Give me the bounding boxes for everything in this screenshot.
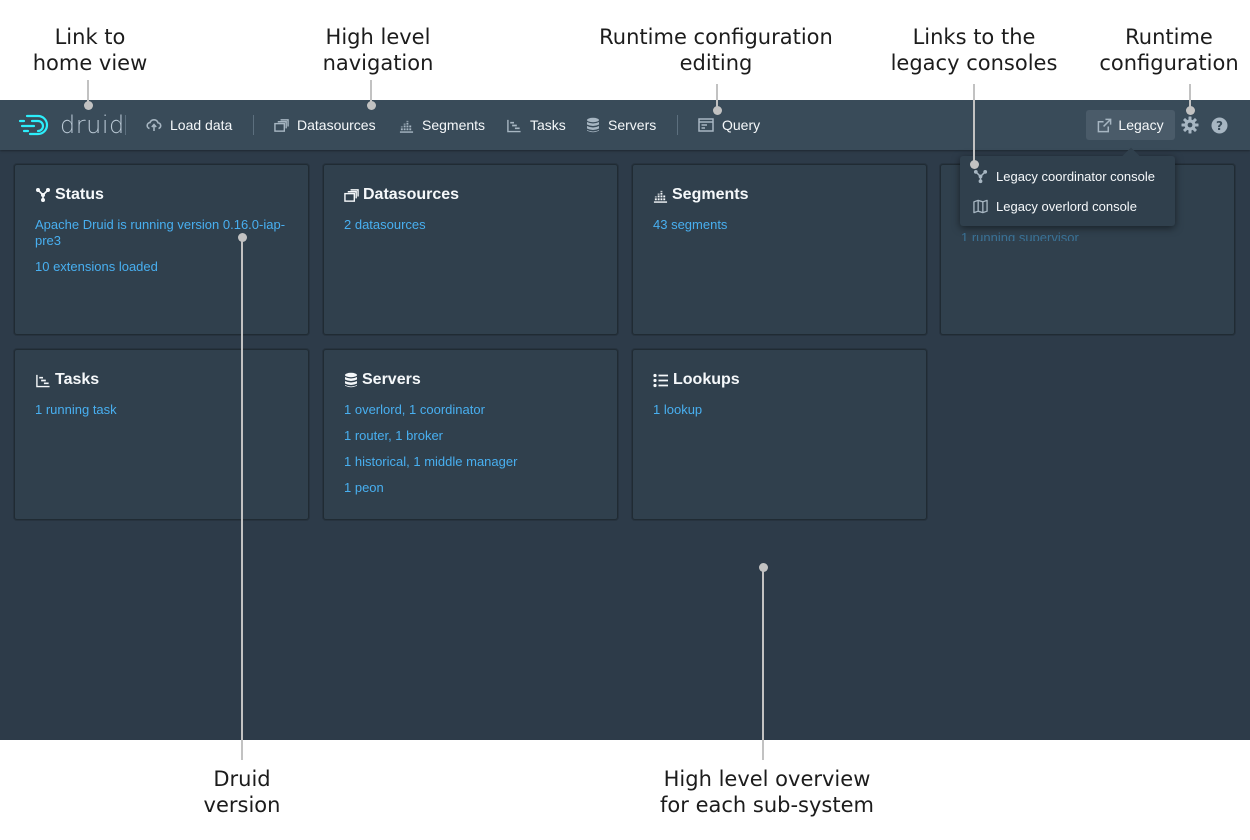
druid-console: druid Load data Datasources	[0, 100, 1250, 740]
leader-dot-runtime-config-editing	[712, 106, 722, 115]
leader-dot-home-view	[83, 101, 93, 110]
status-card-title: Status	[35, 185, 288, 205]
nav-segments[interactable]: Segments	[399, 110, 485, 140]
legacy-button[interactable]: Legacy	[1086, 110, 1175, 140]
servers-historical-middle-manager[interactable]: 1 historical, 1 middle manager	[344, 454, 518, 469]
leader-dot-navigation	[366, 101, 376, 110]
stacked-chart-icon	[399, 120, 414, 133]
leader-line-legacy-consoles	[973, 84, 975, 164]
status-card[interactable]: Status Apache Druid is running version 0…	[14, 164, 309, 335]
graph-icon	[36, 188, 50, 202]
nav-divider	[253, 115, 254, 135]
multi-select-icon	[344, 188, 359, 202]
lookups-card[interactable]: Lookups 1 lookup	[632, 349, 927, 520]
gear-icon	[1181, 116, 1199, 134]
segments-card-title: Segments	[653, 185, 906, 205]
gantt-chart-icon	[36, 374, 50, 387]
servers-peon[interactable]: 1 peon	[344, 480, 384, 495]
datasources-count[interactable]: 2 datasources	[344, 217, 426, 232]
datasources-card-title: Datasources	[344, 185, 597, 205]
nav-datasources[interactable]: Datasources	[274, 110, 376, 140]
leader-line-druid-version	[241, 238, 243, 760]
segments-count[interactable]: 43 segments	[653, 217, 728, 232]
map-icon	[973, 199, 988, 213]
lookups-count[interactable]: 1 lookup	[653, 402, 703, 417]
legacy-coordinator-console-link[interactable]: Legacy coordinator console	[965, 161, 1170, 191]
nav-query-label: Query	[722, 117, 761, 133]
nav-servers-label: Servers	[608, 117, 657, 133]
datasources-card[interactable]: Datasources 2 datasources	[323, 164, 618, 335]
leader-line-runtime-configuration	[1189, 84, 1191, 110]
logo-text: druid	[60, 111, 125, 139]
servers-card[interactable]: Servers 1 overlord, 1 coordinator 1 rout…	[323, 349, 618, 520]
database-icon	[345, 372, 357, 388]
nav-tasks[interactable]: Tasks	[506, 110, 566, 140]
tasks-card-title: Tasks	[35, 370, 288, 390]
cloud-upload-icon	[146, 119, 162, 131]
leader-line-navigation	[370, 80, 372, 102]
segments-card[interactable]: Segments 43 segments	[632, 164, 927, 335]
druid-logo-icon	[18, 114, 49, 136]
database-icon	[587, 117, 599, 133]
home-logo-link[interactable]: druid	[18, 110, 125, 140]
svg-text:?: ?	[1216, 118, 1223, 132]
share-icon	[1098, 118, 1112, 132]
supervisors-count[interactable]: 1 running supervisor	[961, 230, 1079, 241]
settings-button[interactable]	[1181, 110, 1207, 140]
nav-load-data-label: Load data	[170, 117, 233, 133]
servers-overlord-coordinator[interactable]: 1 overlord, 1 coordinator	[344, 402, 485, 417]
nav-divider	[125, 115, 126, 135]
application-icon	[698, 118, 714, 132]
help-button[interactable]: ?	[1211, 110, 1236, 140]
stacked-chart-icon	[653, 190, 668, 203]
nav-datasources-label: Datasources	[297, 117, 376, 133]
nav-divider	[677, 115, 678, 135]
leader-line-home-view	[87, 80, 89, 102]
servers-router-broker[interactable]: 1 router, 1 broker	[344, 428, 443, 443]
multi-select-icon	[274, 118, 289, 132]
nav-segments-label: Segments	[422, 117, 486, 133]
header-navbar: druid Load data Datasources	[0, 100, 1250, 150]
legacy-button-label: Legacy	[1118, 117, 1164, 133]
nav-tasks-label: Tasks	[530, 117, 566, 133]
leader-dot-druid-version	[237, 233, 247, 242]
help-icon: ?	[1211, 117, 1228, 133]
druid-version-text[interactable]: Apache Druid is running version 0.16.0-i…	[35, 217, 286, 248]
nav-load-data[interactable]: Load data	[146, 110, 232, 140]
extensions-loaded-text[interactable]: 10 extensions loaded	[35, 259, 158, 274]
leader-line-runtime-config-editing	[716, 84, 718, 110]
leader-dot-runtime-configuration	[1185, 106, 1195, 115]
graph-icon	[973, 169, 988, 183]
nav-query[interactable]: Query	[698, 110, 760, 140]
properties-icon	[653, 373, 668, 387]
servers-card-title: Servers	[344, 370, 597, 390]
gantt-chart-icon	[507, 119, 521, 132]
leader-dot-legacy-consoles	[969, 160, 979, 169]
lookups-card-title: Lookups	[653, 370, 906, 390]
legacy-dropdown-menu: Legacy coordinator console Legacy overlo…	[960, 156, 1175, 226]
leader-dot-overview	[758, 563, 768, 572]
tasks-card[interactable]: Tasks 1 running task	[14, 349, 309, 520]
running-tasks-count[interactable]: 1 running task	[35, 402, 117, 417]
leader-line-overview	[762, 568, 764, 760]
legacy-overlord-console-link[interactable]: Legacy overlord console	[965, 191, 1170, 221]
nav-servers[interactable]: Servers	[586, 110, 656, 140]
